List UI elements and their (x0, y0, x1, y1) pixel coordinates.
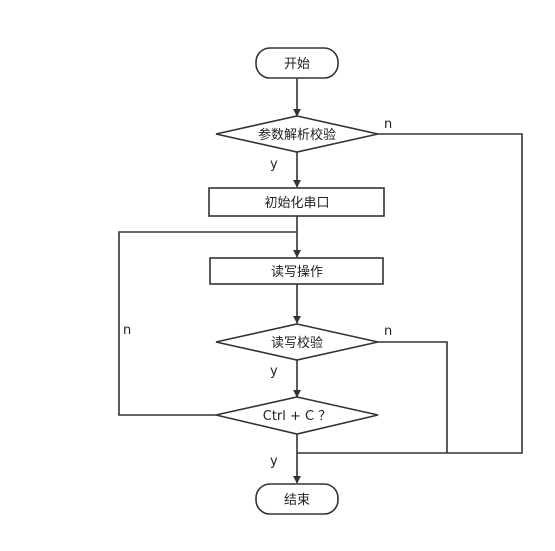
rw-check-decision (215, 323, 379, 361)
parse-check-decision (215, 115, 379, 153)
rw-op-process (209, 257, 384, 285)
ctrl-c-no-label: n (123, 323, 131, 338)
rw-op-label: 读写操作 (271, 264, 323, 280)
end-node-label: 结束 (284, 493, 310, 508)
edge-rwcheck-no-to-end (378, 341, 448, 453)
rw-check-yes-label: y (270, 364, 278, 379)
parse-no-label: n (384, 117, 392, 132)
edge-parse-no-to-end (297, 133, 523, 454)
ctrl-c-yes-label: y (270, 454, 278, 469)
ctrl-c-label: Ctrl + C ？ (263, 409, 332, 424)
parse-check-label: 参数解析校验 (258, 127, 336, 143)
rw-check-label: 读写校验 (271, 335, 323, 351)
ctrl-c-decision (215, 396, 379, 435)
parse-yes-label: y (270, 157, 278, 172)
edge-ctrlc-no-loop (118, 231, 297, 416)
end-node (255, 483, 339, 515)
start-node-label: 开始 (284, 57, 310, 72)
rw-check-no-label: n (384, 324, 392, 339)
init-serial-process (208, 187, 385, 217)
start-node (255, 47, 339, 79)
init-serial-label: 初始化串口 (264, 196, 329, 211)
